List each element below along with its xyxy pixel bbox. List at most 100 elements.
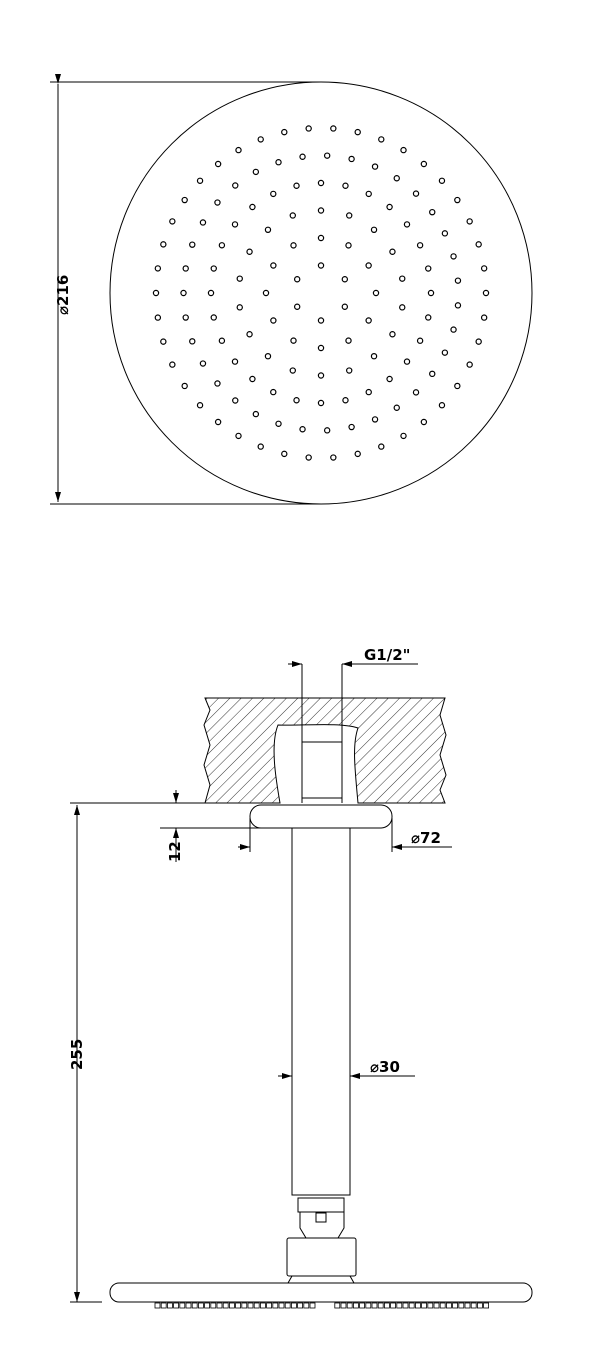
nozzle-hole	[160, 338, 167, 345]
nozzle-hole	[154, 265, 162, 272]
nozzle-hole	[293, 303, 301, 310]
nozzle-hole	[232, 397, 239, 404]
nozzle-tip	[166, 1302, 173, 1309]
pipe-diameter-label: ⌀30	[370, 1058, 400, 1076]
nozzle-hole	[199, 219, 207, 226]
connector	[297, 1197, 345, 1213]
nozzle-hole	[317, 207, 325, 214]
flange-height-label: 12	[166, 841, 184, 862]
nozzle-hole	[323, 152, 331, 159]
nut	[286, 1237, 357, 1277]
nozzle-tip	[383, 1302, 390, 1309]
nozzle-hole	[403, 221, 411, 228]
nozzle-hole	[169, 218, 176, 225]
shower-head-outline	[109, 81, 533, 505]
nozzle-hole	[341, 303, 349, 310]
nozzle-hole	[399, 304, 406, 311]
nozzle-tip	[464, 1302, 471, 1309]
nozzle-hole	[196, 402, 204, 409]
nozzle-tip	[334, 1302, 341, 1309]
nozzle-tip	[228, 1302, 235, 1309]
nozzle-hole	[370, 352, 378, 360]
nozzle-tip	[421, 1302, 428, 1309]
nozzle-hole	[181, 196, 188, 204]
nozzle-tip	[185, 1302, 192, 1309]
nozzle-tip	[402, 1302, 409, 1309]
nozzle-hole	[270, 262, 277, 269]
nozzle-hole	[317, 344, 325, 352]
nozzle-tip	[470, 1302, 477, 1309]
nozzle-hole	[346, 367, 353, 374]
nozzle-hole	[378, 443, 385, 450]
nozzle-tip	[179, 1302, 186, 1309]
pipe	[291, 827, 351, 1196]
nozzle-tip	[297, 1302, 304, 1309]
nozzle-hole	[275, 420, 282, 427]
nozzle-hole	[454, 302, 462, 309]
nozzle-tip	[433, 1302, 440, 1309]
nozzle-hole	[454, 277, 462, 284]
nozzle-hole	[281, 450, 288, 458]
diameter-label: ⌀216	[54, 275, 72, 315]
nozzle-tip	[235, 1302, 242, 1309]
nozzle-hole	[475, 241, 482, 248]
nozzle-hole	[480, 265, 488, 272]
nozzle-hole	[482, 289, 490, 297]
nozzle-hole	[293, 397, 300, 404]
nozzle-hole	[412, 389, 420, 396]
nozzle-tip	[284, 1302, 291, 1309]
nozzle-hole	[317, 372, 325, 379]
nozzle-hole	[345, 242, 352, 249]
ball-joint	[299, 1211, 345, 1239]
nozzle-hole	[348, 423, 355, 431]
nozzle-tip	[266, 1302, 273, 1309]
nozzle-tip	[476, 1302, 483, 1309]
nozzle-hole	[365, 262, 372, 269]
nozzle-hole	[450, 326, 457, 333]
nozzle-hole	[231, 358, 239, 365]
nozzle-hole	[400, 146, 407, 154]
nozzle-hole	[466, 218, 473, 225]
nozzle-tip	[352, 1302, 359, 1309]
nozzle-row	[154, 1302, 490, 1309]
nozzle-hole	[299, 426, 306, 433]
nozzle-tip	[247, 1302, 254, 1309]
nozzle-hole	[420, 160, 428, 168]
nozzle-hole	[210, 265, 217, 272]
nozzle-tip	[396, 1302, 403, 1309]
nozzle-tip	[427, 1302, 434, 1309]
nozzle-hole	[264, 352, 272, 360]
thread-label: G1/2"	[364, 646, 410, 664]
nozzle-hole	[365, 190, 372, 198]
nozzle-tip	[204, 1302, 211, 1309]
nozzle-hole	[323, 427, 331, 434]
nozzle-hole	[181, 382, 188, 390]
nozzle-tip	[390, 1302, 397, 1309]
nozzle-tip	[309, 1302, 316, 1309]
nozzle-tip	[483, 1302, 490, 1309]
nozzle-hole	[317, 179, 325, 187]
nozzle-hole	[450, 253, 457, 260]
nozzle-hole	[372, 289, 380, 297]
nozzle-tip	[160, 1302, 167, 1309]
nozzle-hole	[371, 416, 379, 423]
nozzle-hole	[317, 399, 325, 407]
nozzle-hole	[400, 432, 407, 440]
nozzle-hole	[330, 125, 337, 132]
nozzle-tip	[154, 1302, 161, 1309]
nozzle-hole	[160, 241, 167, 248]
nozzle-hole	[262, 289, 270, 297]
nozzle-hole	[218, 242, 226, 249]
nozzle-hole	[154, 314, 162, 321]
nozzle-hole	[214, 380, 221, 387]
nozzle-tip	[191, 1302, 198, 1309]
nozzle-tip	[408, 1302, 415, 1309]
nozzle-hole	[293, 276, 301, 283]
nozzle-hole	[231, 221, 239, 228]
nozzle-hole	[330, 454, 337, 461]
nozzle-hole	[152, 289, 160, 297]
nozzle-hole	[249, 203, 256, 211]
nozzle-tip	[197, 1302, 204, 1309]
nozzle-hole	[236, 275, 243, 282]
